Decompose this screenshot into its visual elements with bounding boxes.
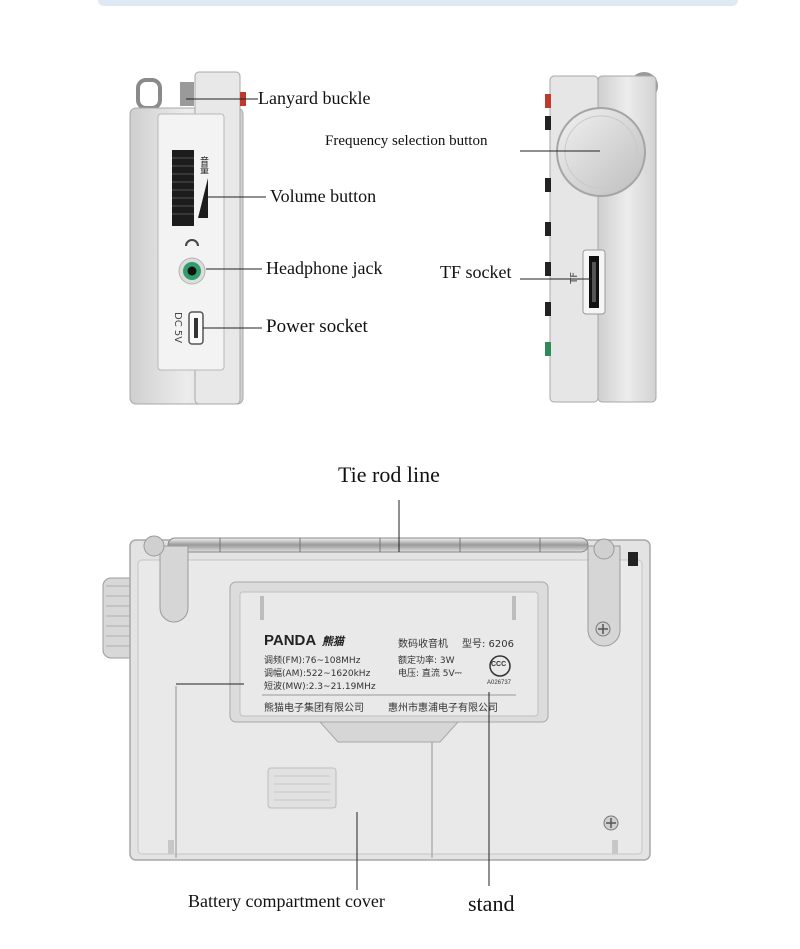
headphone-jack-label: Headphone jack (266, 258, 383, 278)
product-print: 数码收音机 (398, 639, 448, 650)
maker2-print: 惠州市惠浦电子有限公司 (388, 703, 498, 714)
maker1-print: 熊猫电子集团有限公司 (264, 703, 364, 714)
brand-name: PANDA (264, 632, 316, 649)
am-print: 调幅(AM):522~1620kHz (264, 669, 371, 679)
volume-print-label: 音量 (198, 156, 208, 174)
volume-wheel (172, 150, 194, 226)
leader-lines (176, 98, 600, 890)
brand-name-cn: 熊猫 (321, 635, 344, 648)
brand-logo: PANDA 熊猫 (264, 632, 344, 649)
tf-socket-label: TF socket (440, 262, 512, 282)
frequency-selection-button-label: Frequency selection button (325, 133, 488, 149)
frequency-knob (556, 107, 646, 197)
dc-print-label: DC 5V (172, 312, 183, 344)
sw-print: 短波(MW):2.3~21.19MHz (264, 682, 376, 692)
right-side-view (545, 72, 658, 403)
tie-rod-line-label: Tie rod line (338, 462, 440, 487)
volume-button-label: Volume button (270, 186, 377, 206)
battery-cover-grip (267, 767, 337, 809)
fm-print: 调频(FM):76~108MHz (264, 656, 361, 666)
left-side-view (129, 71, 246, 405)
battery-cover-outline (175, 686, 433, 858)
lanyard-post (180, 82, 194, 106)
voltage-print: 电压: 直流 5V⎓ (398, 669, 462, 679)
antenna-rod (167, 537, 589, 553)
top-banner-strip (98, 0, 738, 6)
model-print: 型号: 6206 (462, 639, 514, 650)
stand-label: stand (468, 891, 515, 916)
ccc-mark-icon (489, 655, 511, 677)
lanyard-buckle-label: Lanyard buckle (258, 88, 371, 108)
ccc-print: CCC (491, 661, 507, 668)
power-socket-label: Power socket (266, 316, 368, 337)
antenna-pivot (587, 545, 621, 647)
volume-wedge (198, 178, 208, 218)
back-view (102, 535, 651, 861)
antenna-clip-left (159, 545, 189, 623)
cert-print: A026737 (487, 680, 512, 686)
tf-print-label: TF (569, 272, 580, 284)
battery-compartment-cover-label: Battery compartment cover (188, 891, 385, 911)
headphone-symbol-icon (185, 239, 199, 247)
lanyard-ring (136, 78, 162, 110)
power-print: 额定功率: 3W (398, 656, 455, 666)
